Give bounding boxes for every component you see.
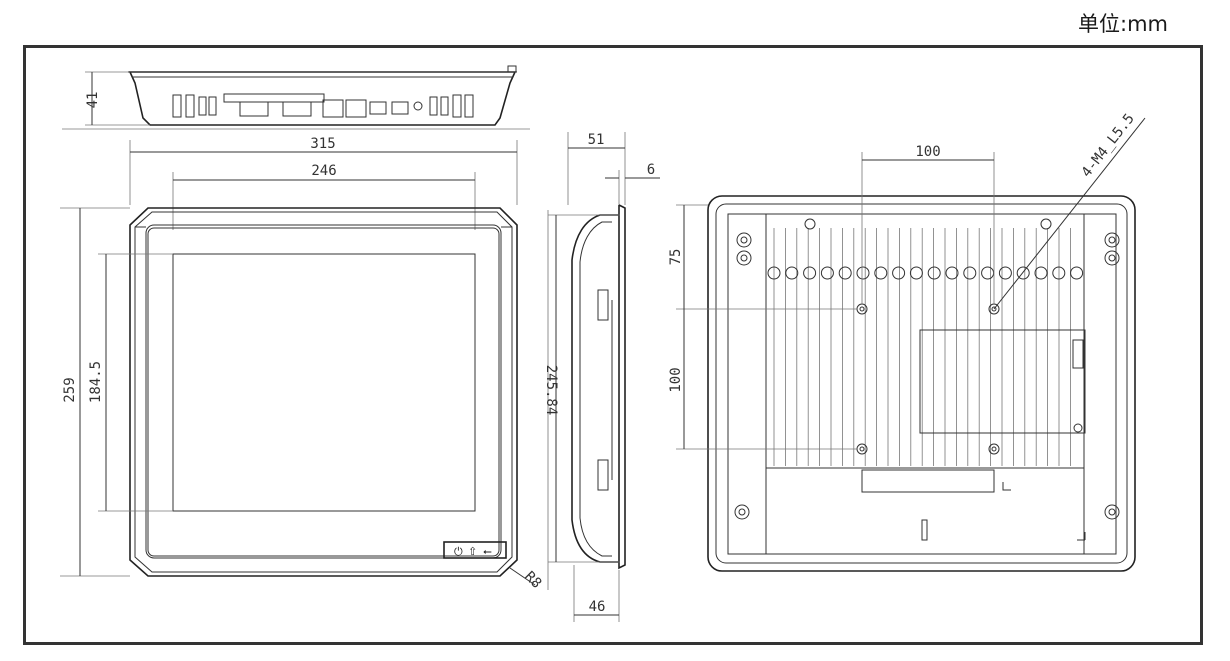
dim-bezel: 6 <box>647 162 655 178</box>
heatsink-fins <box>773 228 1071 466</box>
dim-width-total: 315 <box>310 136 335 152</box>
dim-height-active: 184.5 <box>88 361 104 403</box>
dim-corner-radius: R8 <box>521 569 544 592</box>
heatsink-bumps <box>767 266 1084 280</box>
dim-side-depth: 51 <box>588 132 605 148</box>
screw-spec-label: 4-M4_L5.5 <box>1079 111 1138 181</box>
dim-mount-horizontal: 100 <box>915 144 940 160</box>
rear-view: 100 75 100 4-M4_L5.5 <box>668 111 1146 572</box>
dim-mount-vertical: 100 <box>668 367 684 392</box>
usb-icon: ⭠ <box>483 545 492 558</box>
side-view: 51 6 245.84 46 <box>543 132 660 622</box>
home-icon: ⇧ <box>468 545 477 558</box>
unit-label: 单位:mm <box>1078 12 1168 36</box>
top-view: 41 <box>62 65 530 130</box>
dim-side-height: 245.84 <box>543 365 559 416</box>
dim-width-active: 246 <box>311 163 336 179</box>
front-view: 315 246 ⏻ ⇧ ⭠ 259 184.5 R8 <box>60 136 549 592</box>
power-icon: ⏻ <box>454 545 463 558</box>
dim-height-total: 259 <box>62 377 78 402</box>
dim-mount-vertical-top: 75 <box>668 249 684 266</box>
drawing-frame <box>23 45 1203 645</box>
dim-top-depth: 41 <box>85 92 101 109</box>
dim-side-bottom: 46 <box>589 599 606 615</box>
